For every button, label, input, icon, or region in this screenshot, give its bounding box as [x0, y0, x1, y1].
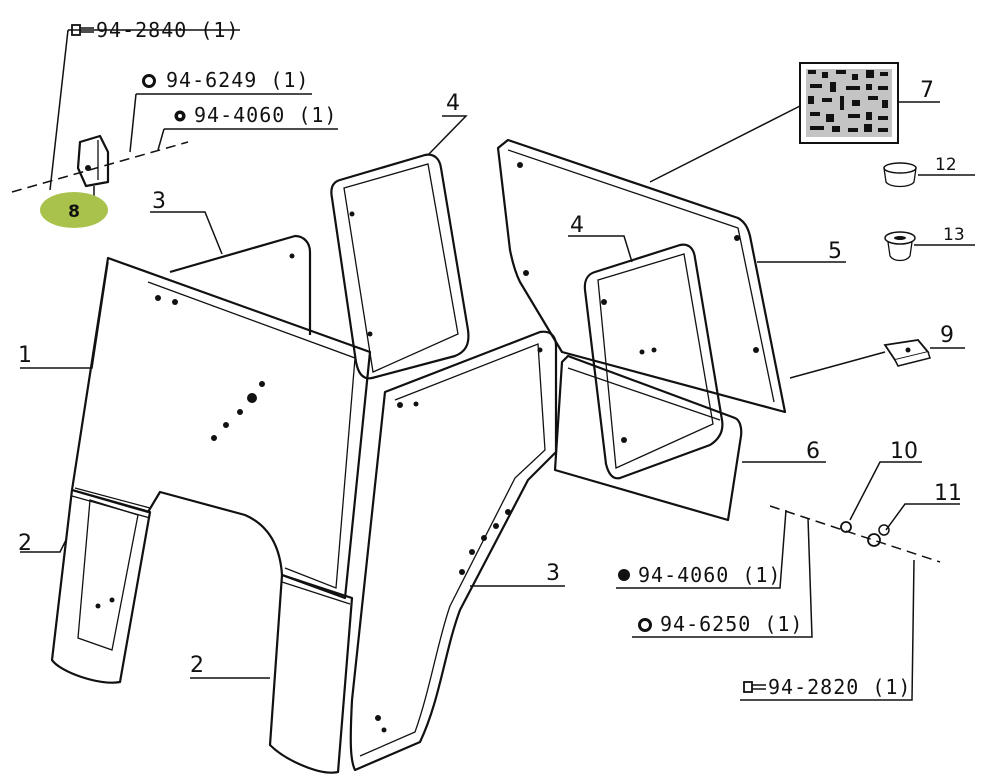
- bolt-icon: [743, 681, 766, 693]
- part-3a-upper-panel: [169, 234, 312, 335]
- part-4b-side-window: [583, 243, 724, 480]
- part-13-plug: [884, 231, 916, 262]
- washer-icon: [142, 74, 156, 88]
- callout-13[interactable]: 13: [943, 225, 965, 245]
- part-4a-upper-window: [330, 153, 470, 380]
- callout-6[interactable]: 6: [806, 439, 820, 464]
- nut-icon: [174, 110, 186, 122]
- part-11-washer: [867, 524, 890, 547]
- nut-icon: [618, 569, 630, 581]
- bolt-icon: [71, 24, 94, 36]
- callout-9[interactable]: 9: [940, 323, 954, 348]
- callout-10[interactable]: 10: [890, 439, 918, 464]
- part-7-decal: [799, 62, 899, 144]
- hardware-list-top: 94-2840 (1) 94-6249 (1) 94-4060 (1): [71, 18, 337, 127]
- callout-3b[interactable]: 3: [546, 561, 560, 586]
- callout-2b[interactable]: 2: [190, 653, 204, 678]
- part-8-bracket: [76, 134, 110, 188]
- callout-12[interactable]: 12: [935, 155, 957, 175]
- hardware-bottom-2[interactable]: 94-6250 (1): [660, 612, 803, 636]
- part-5-rear-panel: [496, 138, 787, 414]
- part-6-lower-rear-panel: [553, 354, 743, 522]
- part-10-nut: [840, 521, 852, 533]
- hardware-bottom-1[interactable]: 94-4060 (1): [638, 563, 781, 587]
- callout-4a[interactable]: 4: [446, 91, 460, 116]
- hardware-bottom-3[interactable]: 94-2820 (1): [768, 675, 911, 699]
- callout-4b[interactable]: 4: [570, 213, 584, 238]
- callout-3a[interactable]: 3: [152, 189, 166, 214]
- hardware-top-2[interactable]: 94-6249 (1): [166, 68, 309, 92]
- callout-11[interactable]: 11: [934, 481, 962, 506]
- hardware-top-1[interactable]: 94-2840 (1): [96, 18, 239, 42]
- leader-lines: [11, 29, 975, 701]
- callout-1[interactable]: 1: [18, 343, 32, 368]
- highlight-marker: [40, 192, 108, 228]
- part-1-left-panel: [70, 256, 372, 600]
- hardware-top-3[interactable]: 94-4060 (1): [194, 103, 337, 127]
- part-2b-lower-center: [268, 573, 354, 774]
- part-9-clip: [883, 339, 931, 367]
- washer-icon: [638, 618, 652, 632]
- part-12-plug: [883, 162, 917, 188]
- callout-8[interactable]: 8: [68, 202, 80, 222]
- part-2a-lower-left: [50, 488, 152, 684]
- callout-2a[interactable]: 2: [18, 531, 32, 556]
- hardware-list-bottom: 94-4060 (1) 94-6250 (1) 94-2820 (1): [618, 563, 911, 699]
- callout-7[interactable]: 7: [920, 78, 934, 103]
- part-3b-right-panel: [349, 330, 558, 772]
- callout-5[interactable]: 5: [828, 239, 842, 264]
